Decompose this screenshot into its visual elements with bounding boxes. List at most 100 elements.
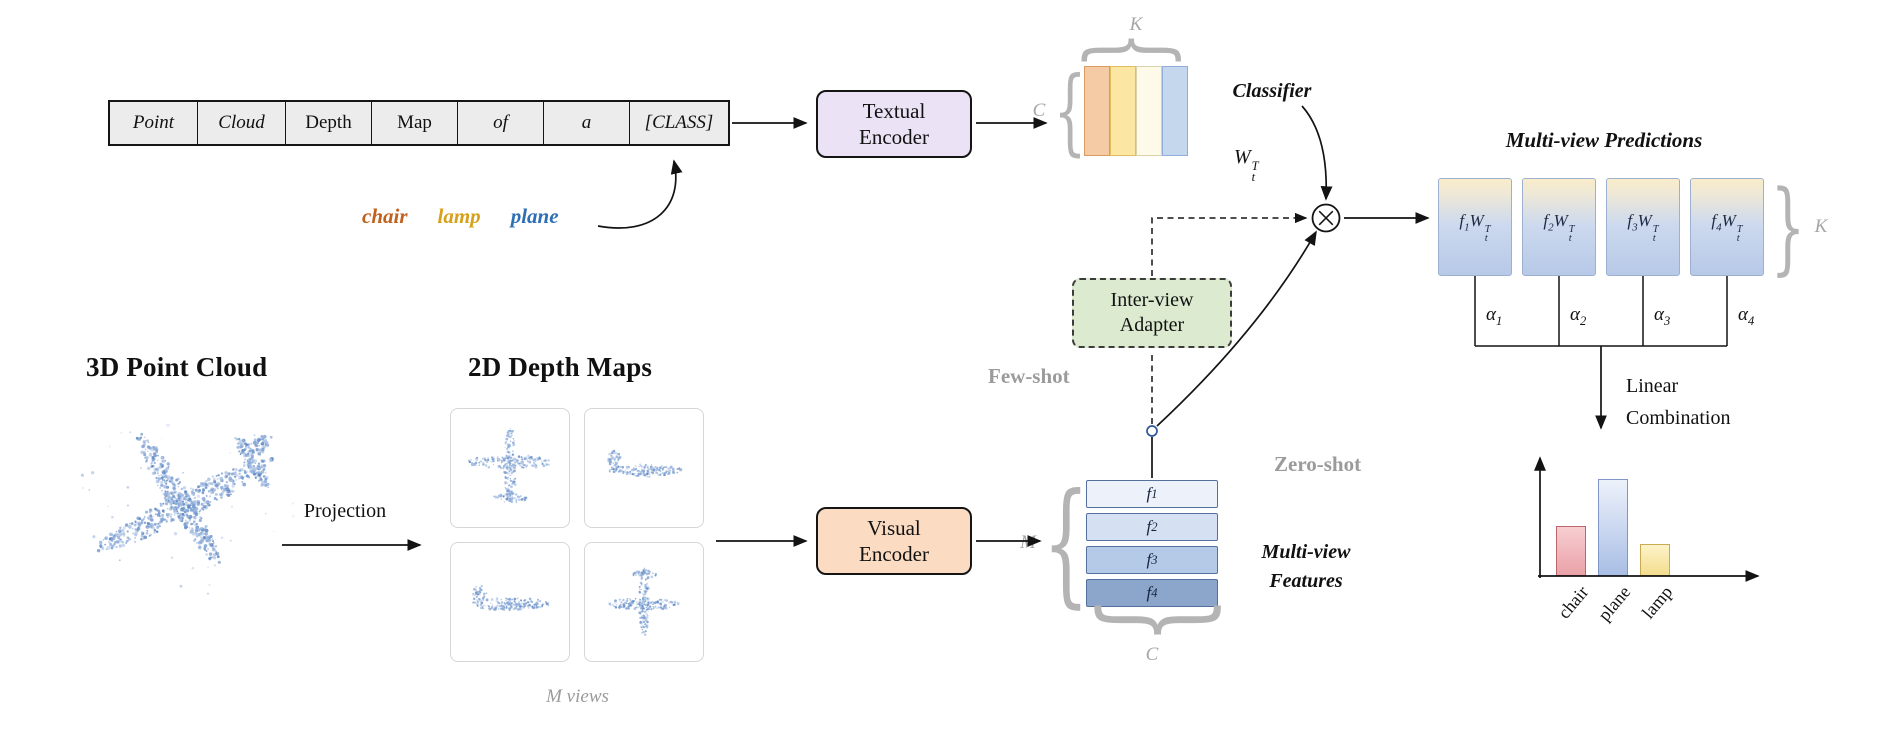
depth-map-view-1 [450,408,570,528]
point-cloud-dots [80,423,295,595]
classifier-weight-bar [1136,66,1162,156]
prompt-cell-text: Cloud [218,112,265,133]
alpha-index: 1 [1495,313,1503,328]
class-word-chair: chair [362,204,408,228]
adapter-label-line2: Adapter [1119,314,1185,336]
weight-base: W [1637,210,1652,230]
prompt-cell-class: [CLASS] [630,102,728,144]
weight-sup: T [1652,223,1659,235]
classifier-weight-bars [1084,66,1188,156]
prompt-cell-text: Depth [305,112,352,133]
brace-K-predictions: } [1771,170,1806,286]
dim-K-bars: K [1129,14,1143,35]
mode-switch-node [1146,425,1158,437]
classifier-weight-bar [1084,66,1110,156]
prompt-cell-text: Map [397,112,432,133]
feature-symbol: f [1146,583,1152,602]
weight-sub: t [1251,170,1256,184]
prompt-cell-text: [CLASS] [644,112,714,133]
dim-C-features: C [1145,644,1159,665]
feature-index: 1 [1464,220,1470,233]
svg-text:}: } [1771,170,1806,286]
weight-sub: t [1652,233,1656,244]
svg-text:{: { [1073,31,1199,69]
predictions-title: Multi-view Predictions [1505,128,1703,152]
weight-base: W [1469,210,1484,230]
weight-sub: t [1568,233,1572,244]
alpha-index: 2 [1579,313,1587,328]
feature-symbol: f [1146,550,1152,569]
result-bar-plane [1598,479,1628,576]
result-bar-lamp [1640,544,1670,576]
alpha-symbol: α [1738,304,1748,325]
prompt-cell-text: a [581,112,592,133]
depth-maps-heading: 2D Depth Maps [468,352,653,382]
adapter-label-line1: Inter-view [1110,289,1194,311]
alpha-index: 3 [1663,313,1671,328]
weight-base: W [1553,210,1568,230]
alpha-symbol: α [1654,304,1664,325]
dim-M-features: M [1020,532,1036,553]
feature-index: 4 [1716,220,1722,233]
feature-index: 2 [1548,220,1554,233]
multi-view-features-line1: Multi-view [1261,541,1351,563]
depth-map-view-3 [450,542,570,662]
brace-M-features: { [1043,465,1090,621]
alpha-4: α4 [1738,304,1770,329]
prompt-cell-text: of [493,112,508,133]
textual-encoder-label-line2: Encoder [859,125,929,149]
depth-map-view-2 [584,408,704,528]
weight-base: W [1721,210,1736,230]
linear-combination-label: Linear Combination [1626,370,1730,434]
feature-symbol: f [1146,484,1152,503]
textual-encoder-label-line1: Textual [862,99,926,123]
class-word-plane: plane [510,204,559,228]
zero-shot-label: Zero-shot [1274,452,1362,476]
brace-C-bars: { [1054,56,1087,165]
prompt-table: Point Cloud Depth Map of a [CLASS] [108,100,730,146]
prompt-cell: Map [372,102,458,144]
textual-encoder-box: Textual Encoder [816,90,972,158]
prompt-cell: a [544,102,630,144]
overbrace-K-bars: { [1073,31,1199,69]
feature-symbol: f [1543,210,1549,230]
weight-base: W [1234,146,1251,168]
feature-symbol: f [1459,210,1465,230]
feature-symbol: f [1711,210,1717,230]
result-bar-chair [1556,526,1586,576]
prompt-cell: Cloud [198,102,286,144]
weight-sub: t [1484,233,1488,244]
linear-combination-line2: Combination [1626,407,1731,429]
feature-symbol: f [1627,210,1633,230]
point-cloud-heading: 3D Point Cloud [86,352,268,382]
weight-sup: T [1484,223,1491,235]
feature-index: 3 [1151,552,1158,567]
prompt-cell: of [458,102,544,144]
alpha-symbol: α [1570,304,1580,325]
multi-view-features-label: Multi-view Features [1248,538,1364,596]
feature-index: 1 [1151,486,1158,501]
multiply-otimes-node [1311,203,1341,233]
alpha-2: α2 [1570,304,1602,329]
feature-symbol: f [1146,517,1152,536]
svg-text:{: { [1054,56,1087,165]
inter-view-adapter-box: Inter-view Adapter [1072,278,1232,348]
visual-encoder-label-line2: Encoder [859,542,929,566]
visual-encoder-label-line1: Visual [867,516,921,540]
prompt-cell: Depth [286,102,372,144]
